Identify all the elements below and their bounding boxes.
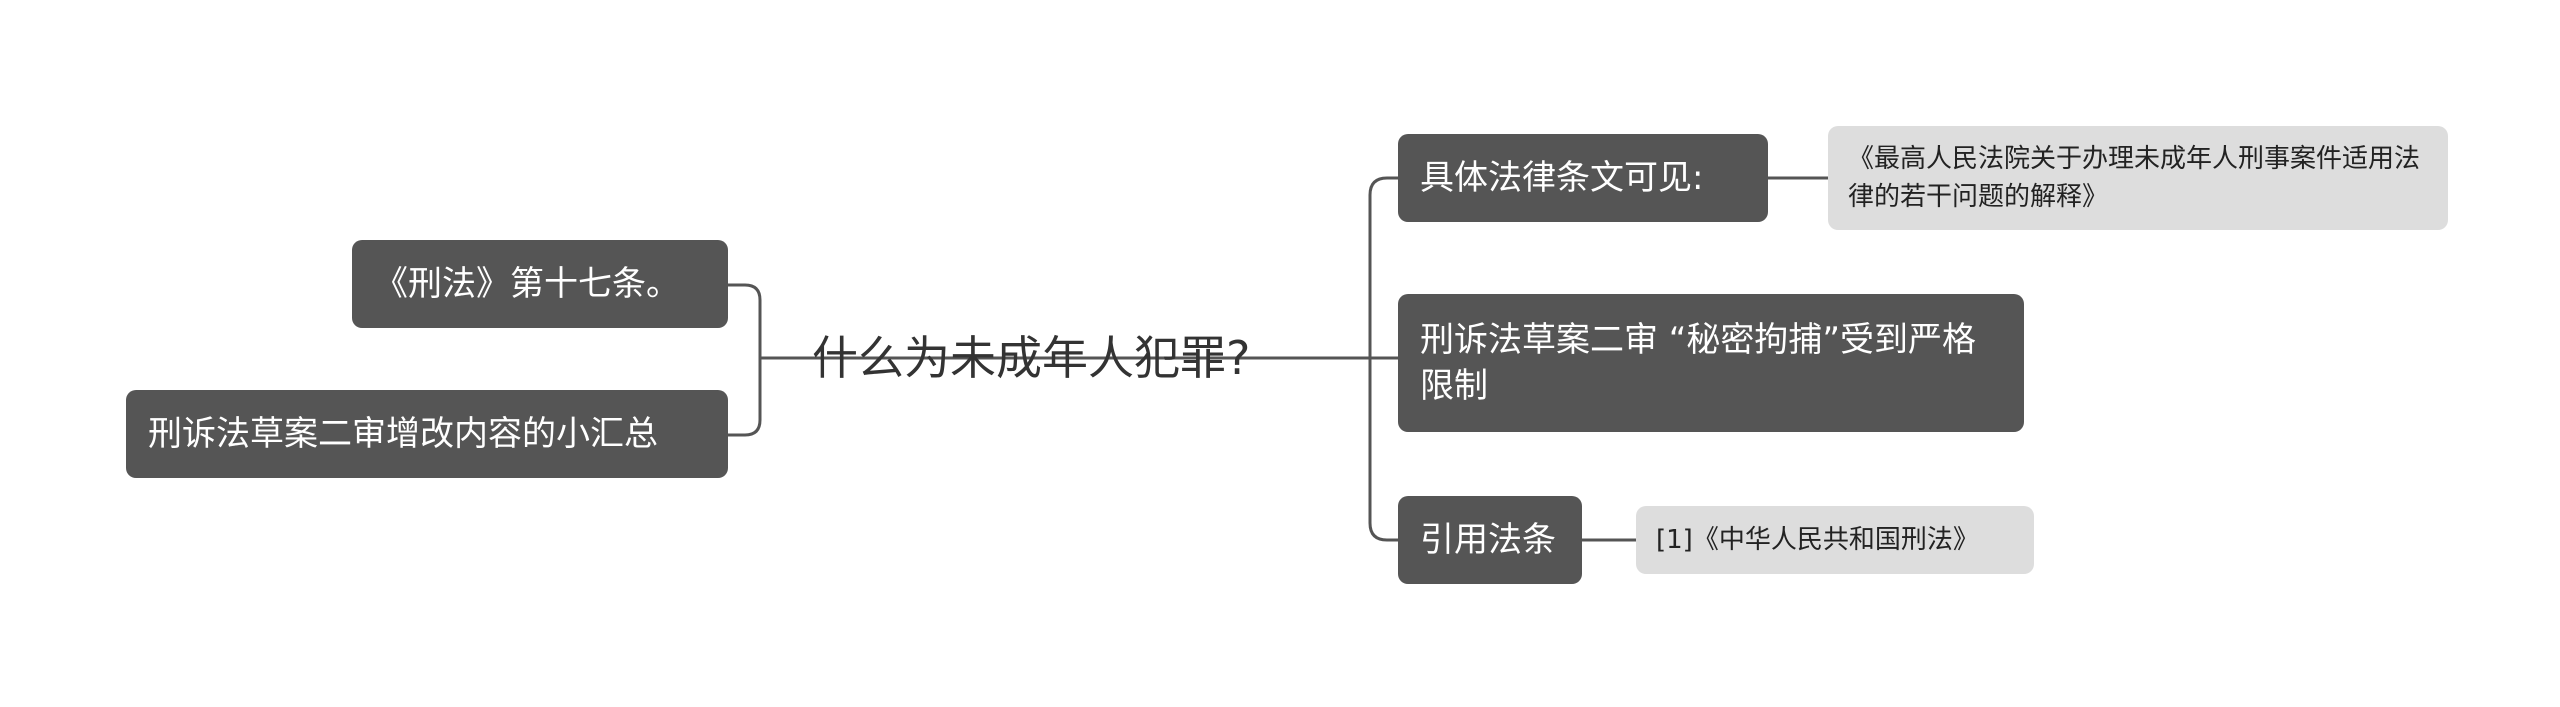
child-node-label: [1]《中华人民共和国刑法》 [1656,525,1979,555]
right-node-cited-laws[interactable]: 引用法条 [1398,496,1582,584]
right-node-label: 具体法律条文可见: [1420,158,1704,198]
right-node-label: 引用法条 [1420,520,1556,560]
child-node-label: 《最高人民法院关于办理未成年人刑事案件适用法律的若干问题的解释》 [1848,144,2421,212]
left-node-draft-summary[interactable]: 刑诉法草案二审增改内容的小汇总 [126,390,728,478]
right-connector-3 [1368,358,1398,542]
right-connector-1 [1368,176,1398,358]
right-node-label: 刑诉法草案二审 “秘密拘捕”受到严格限制 [1420,320,1977,406]
root-topic[interactable]: 什么为未成年人犯罪? [812,331,1251,385]
child-node-criminal-law-citation[interactable]: [1]《中华人民共和国刑法》 [1636,506,2034,574]
left-node-criminal-law-17[interactable]: 《刑法》第十七条。 [352,240,728,328]
left-node-label: 刑诉法草案二审增改内容的小汇总 [148,414,658,454]
left-connector-1 [728,283,762,358]
left-connector-2 [728,358,762,437]
child-node-supreme-court-interpretation[interactable]: 《最高人民法院关于办理未成年人刑事案件适用法律的若干问题的解释》 [1828,126,2448,230]
right-node-legal-articles[interactable]: 具体法律条文可见: [1398,134,1768,222]
left-node-label: 《刑法》第十七条。 [374,264,680,304]
right-node-secret-arrest[interactable]: 刑诉法草案二审 “秘密拘捕”受到严格限制 [1398,294,2024,432]
